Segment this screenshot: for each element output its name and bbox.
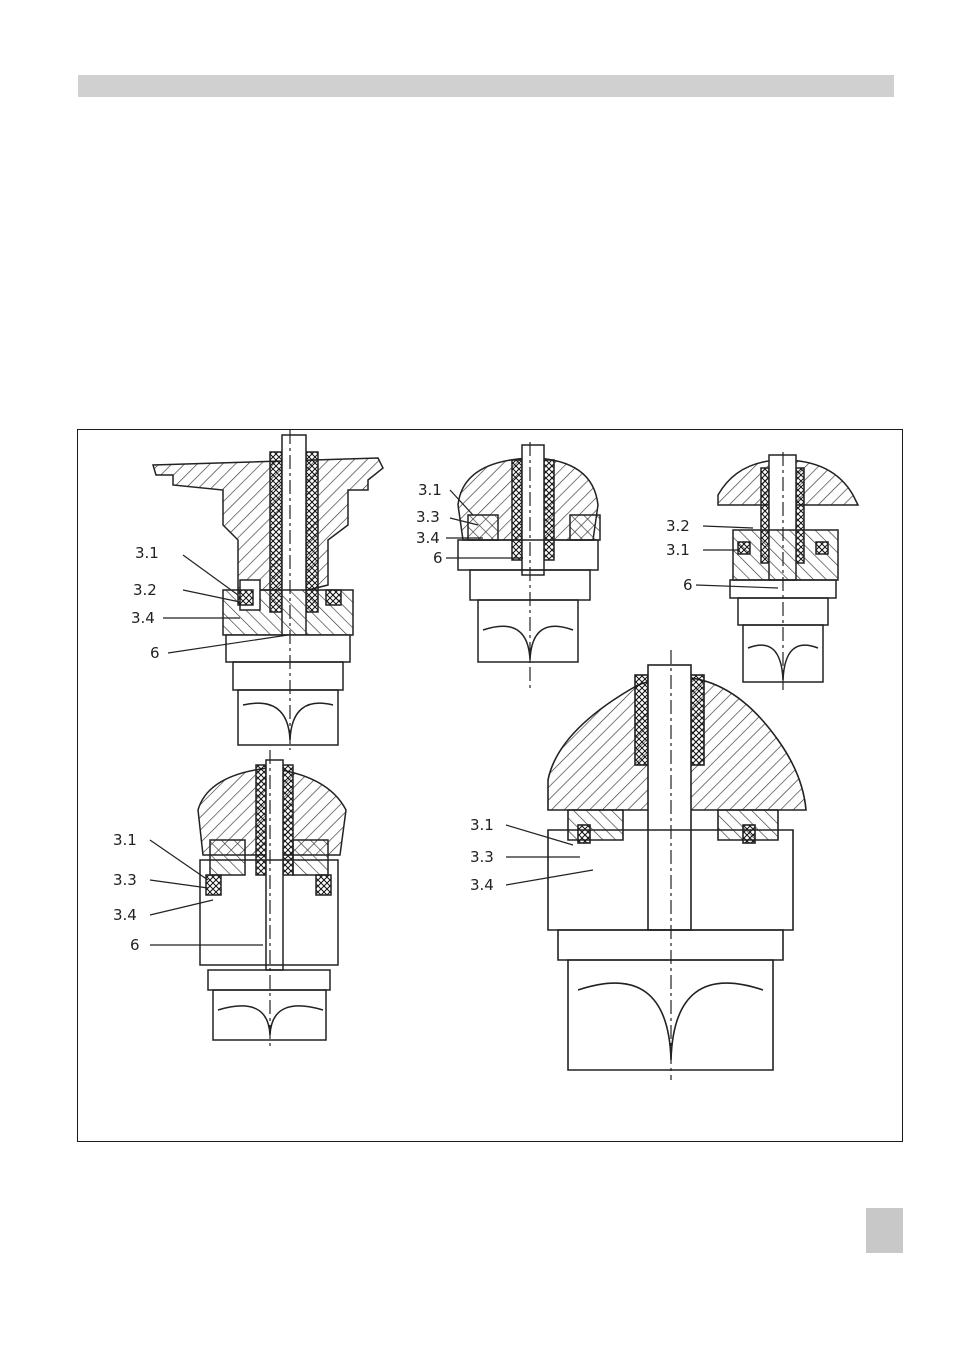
view-2-valve-section xyxy=(458,442,600,688)
view-3-valve-section xyxy=(718,452,858,690)
header-bar xyxy=(78,75,894,97)
view-5-valve-section xyxy=(548,650,806,1080)
v4-label-3-4: 3.4 xyxy=(113,906,137,924)
v4-label-6: 6 xyxy=(130,936,140,954)
v1-label-3-2: 3.2 xyxy=(133,581,157,599)
view-4-valve-section xyxy=(198,750,346,1050)
view-1-valve-section xyxy=(153,430,383,750)
v4-label-3-1: 3.1 xyxy=(113,831,137,849)
v3-label-6: 6 xyxy=(683,576,693,594)
v3-label-3-1: 3.1 xyxy=(666,541,690,559)
figure-frame: 3.1 3.2 3.4 6 3.1 3.3 3.4 6 xyxy=(77,429,903,1142)
page-tab xyxy=(866,1208,903,1253)
v5-label-3-3: 3.3 xyxy=(470,848,494,866)
seal-assembly-drawing: 3.1 3.2 3.4 6 3.1 3.3 3.4 6 xyxy=(78,430,904,1143)
v2-label-3-4: 3.4 xyxy=(416,529,440,547)
v1-label-6: 6 xyxy=(150,644,160,662)
v1-label-3-1: 3.1 xyxy=(135,544,159,562)
v2-label-3-1: 3.1 xyxy=(418,481,442,499)
v5-label-3-4: 3.4 xyxy=(470,876,494,894)
v2-label-3-3: 3.3 xyxy=(416,508,440,526)
v5-label-3-1: 3.1 xyxy=(470,816,494,834)
v1-label-3-4: 3.4 xyxy=(131,609,155,627)
v3-label-3-2: 3.2 xyxy=(666,517,690,535)
v2-label-6: 6 xyxy=(433,549,443,567)
v4-label-3-3: 3.3 xyxy=(113,871,137,889)
